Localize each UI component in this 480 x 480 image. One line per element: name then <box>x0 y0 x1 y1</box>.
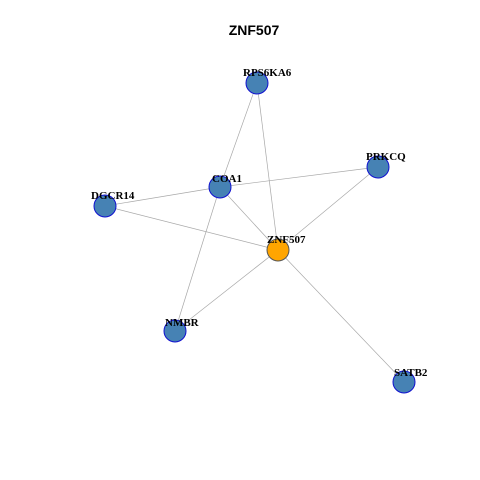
node-znf507: ZNF507 <box>266 234 306 262</box>
node-coa1: COA1 <box>208 173 242 199</box>
node-label-coa1: COA1 <box>212 173 242 185</box>
edge-prkcq-znf507 <box>277 166 379 251</box>
node-label-nmbr: NMBR <box>165 317 200 329</box>
node-rps6ka6: RPS6KA6 <box>243 67 292 95</box>
node-circle-znf507 <box>266 238 290 262</box>
node-satb2: SATB2 <box>392 367 428 394</box>
node-circle-nmbr <box>163 319 187 343</box>
edge-coa1-dgcr14 <box>104 186 221 207</box>
node-circle-dgcr14 <box>93 194 117 218</box>
node-prkcq: PRKCQ <box>366 151 406 179</box>
edge-dgcr14-znf507 <box>104 205 279 251</box>
edge-coa1-prkcq <box>219 166 379 188</box>
edge-coa1-nmbr <box>174 186 221 332</box>
node-circle-prkcq <box>366 155 390 179</box>
edge-znf507-nmbr <box>174 249 279 332</box>
node-label-satb2: SATB2 <box>394 367 428 379</box>
edges-layer <box>104 82 405 383</box>
node-nmbr: NMBR <box>163 317 200 343</box>
node-label-dgcr14: DGCR14 <box>91 190 135 202</box>
node-circle-satb2 <box>392 370 416 394</box>
edge-coa1-znf507 <box>219 186 279 251</box>
edge-rps6ka6-coa1 <box>219 82 258 188</box>
node-circle-coa1 <box>208 175 232 199</box>
node-label-znf507: ZNF507 <box>267 234 306 246</box>
diagram-title: ZNF507 <box>229 22 280 38</box>
edge-rps6ka6-znf507 <box>256 82 279 251</box>
node-label-prkcq: PRKCQ <box>366 151 406 163</box>
node-label-rps6ka6: RPS6KA6 <box>243 67 292 79</box>
node-dgcr14: DGCR14 <box>91 190 135 218</box>
edge-znf507-satb2 <box>277 249 405 383</box>
node-circle-rps6ka6 <box>245 71 269 95</box>
